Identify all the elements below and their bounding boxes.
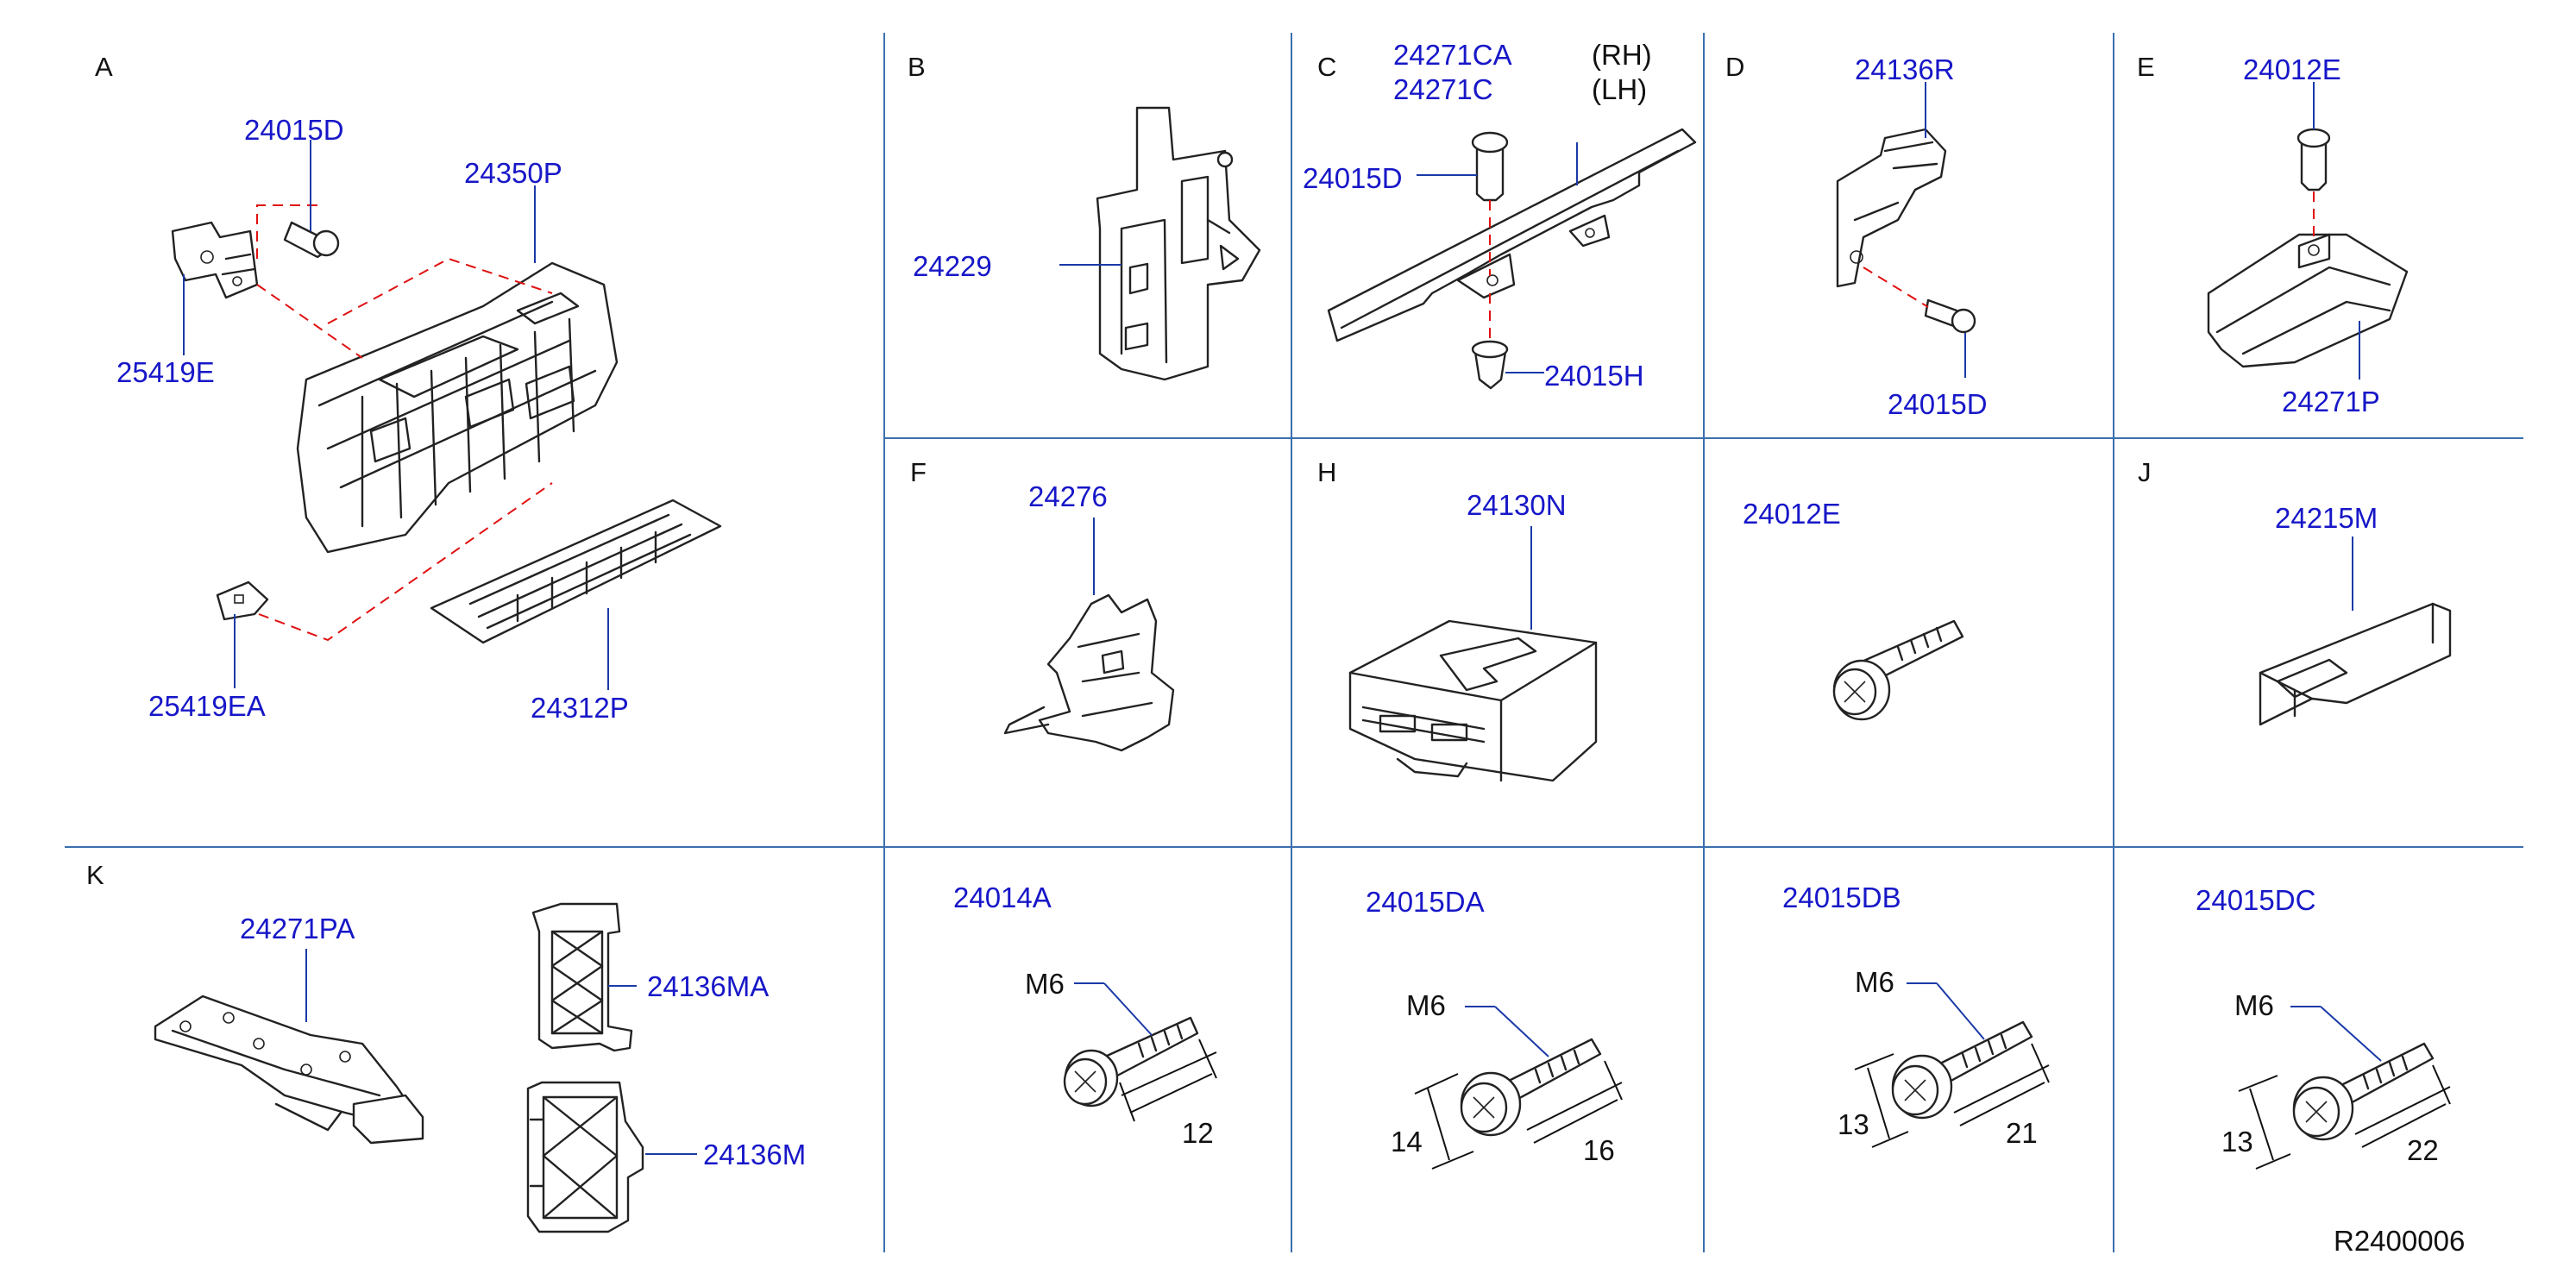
- part-24271p: 24271P: [2282, 386, 2380, 417]
- part-24136r: 24136R: [1855, 53, 1955, 85]
- bolt-24015da-thread: M6: [1406, 989, 1446, 1021]
- label-rh: (RH): [1592, 39, 1652, 71]
- section-e-leaders: [2313, 82, 2360, 380]
- section-e-label: E: [2137, 52, 2155, 82]
- bolt-24015db-length: 21: [2006, 1117, 2038, 1149]
- part-24015h: 24015H: [1544, 360, 1644, 392]
- section-f-label: F: [910, 457, 927, 487]
- bolt-24015da-length: 16: [1583, 1134, 1615, 1166]
- bolt-24015db-drawing: [1891, 1020, 2033, 1120]
- bolt-24014a-dims: [1074, 982, 1217, 1122]
- bolt-24015dc-length: 22: [2407, 1134, 2439, 1166]
- reference-code: R2400006: [2334, 1225, 2465, 1257]
- clip-24215m-drawing: [2259, 602, 2452, 726]
- part-24012e-g: 24012E: [1743, 498, 1841, 530]
- part-24015d-d: 24015D: [1888, 388, 1988, 420]
- section-k-label: K: [86, 860, 104, 890]
- part-24312p: 24312P: [531, 692, 629, 724]
- part-24229: 24229: [913, 250, 992, 282]
- bolt-24014a-length: 12: [1182, 1117, 1214, 1149]
- bolt-24015db-thread: M6: [1855, 966, 1894, 998]
- bolt-24015db-head: 13: [1838, 1108, 1869, 1140]
- part-25419e: 25419E: [116, 356, 215, 388]
- part-24271c: 24271C: [1393, 73, 1493, 105]
- section-h-label: H: [1317, 457, 1336, 487]
- section-b-label: B: [908, 52, 926, 82]
- part-24015da: 24015DA: [1366, 886, 1485, 918]
- part-24136m: 24136M: [703, 1139, 806, 1170]
- bracket-24271pa-drawing: [154, 995, 424, 1145]
- part-24015d-c: 24015D: [1303, 162, 1403, 194]
- bolt-24014a-thread: M6: [1025, 968, 1065, 1000]
- bracket-24136r-drawing: [1836, 128, 1976, 334]
- part-24012e-e: 24012E: [2243, 53, 2341, 85]
- screw-24012e-drawing: [1832, 619, 1964, 721]
- bolt-24015da-drawing: [1460, 1038, 1602, 1137]
- bracket-24229-drawing: [1096, 106, 1261, 381]
- section-a-dashed-lines: [256, 204, 553, 642]
- bolt-24015dc-drawing: [2292, 1042, 2435, 1141]
- section-a-label: A: [95, 52, 113, 82]
- bolt-24014a-drawing: [1063, 1016, 1199, 1107]
- bracket-24271c-drawing: [1327, 128, 1697, 390]
- section-c-label: C: [1317, 52, 1336, 82]
- bolt-24015dc-head: 13: [2221, 1126, 2253, 1158]
- label-lh: (LH): [1592, 73, 1647, 105]
- part-24271ca: 24271CA: [1393, 39, 1512, 71]
- section-c-leaders: [1417, 142, 1578, 373]
- section-a-leaders: [183, 140, 609, 690]
- bracket-24271p-drawing: [2207, 128, 2409, 368]
- bolt-24015dc-dims: [2238, 1006, 2451, 1170]
- section-j-label: J: [2138, 457, 2152, 487]
- clip-24136m-drawing: [526, 1081, 644, 1233]
- section-d-label: D: [1725, 52, 1744, 82]
- fuse-block-drawing: [171, 221, 722, 644]
- bolt-24015db-dims: [1854, 982, 2050, 1148]
- part-25419ea: 25419EA: [148, 690, 266, 722]
- part-24350p: 24350P: [464, 157, 562, 189]
- grid-lines: [65, 33, 2523, 1252]
- connector-24130n-drawing: [1348, 619, 1598, 782]
- part-24015db: 24015DB: [1782, 882, 1901, 913]
- part-24136ma: 24136MA: [647, 970, 769, 1002]
- part-24271pa: 24271PA: [240, 913, 355, 944]
- section-d-dashed-line: [1863, 267, 1929, 308]
- part-24014a: 24014A: [953, 882, 1052, 913]
- section-d-leaders: [1925, 82, 1966, 378]
- part-24130n: 24130N: [1467, 489, 1567, 521]
- bolt-24015da-dims: [1414, 1006, 1623, 1170]
- part-24015dc: 24015DC: [2196, 884, 2315, 916]
- part-24276: 24276: [1028, 480, 1108, 512]
- part-24215m: 24215M: [2275, 502, 2378, 534]
- clip-24136ma-drawing: [531, 902, 633, 1052]
- bolt-24015da-head: 14: [1391, 1126, 1423, 1158]
- part-24015d-a: 24015D: [244, 114, 344, 146]
- clip-24276-drawing: [1003, 593, 1175, 752]
- bolt-24015dc-thread: M6: [2234, 989, 2274, 1021]
